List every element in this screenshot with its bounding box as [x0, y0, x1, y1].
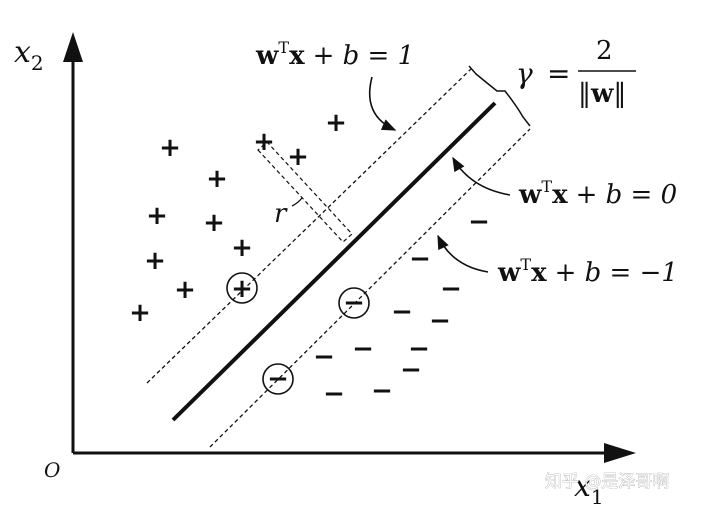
y-axis-label: x2: [14, 35, 44, 75]
negative-sample: −: [391, 297, 413, 327]
positive-sample: +: [203, 208, 225, 238]
positive-sample: +: [174, 275, 196, 305]
upper-margin-line: [146, 67, 473, 384]
gamma-numerator: 2: [596, 36, 613, 66]
hyperplane-equation: wTx+ b = 0: [518, 177, 677, 210]
support-vector-plus: +: [231, 274, 253, 304]
negative-sample: −: [313, 342, 335, 372]
upper-margin-equation: wTx+ b = 1: [255, 38, 414, 71]
positive-sample: +: [231, 233, 253, 263]
y-axis-arrow-icon: [63, 32, 83, 62]
positive-sample: +: [146, 201, 168, 231]
gamma-bracket: [468, 65, 531, 127]
lower-margin-arrow: [437, 234, 489, 273]
support-vector-minus: −: [343, 288, 365, 318]
positive-sample: +: [253, 127, 275, 157]
negative-sample: −: [409, 244, 431, 274]
negative-sample: −: [400, 355, 422, 385]
x-axis-label: x1: [574, 469, 604, 509]
positive-sample: +: [159, 133, 181, 163]
negative-sample: −: [408, 334, 430, 364]
negative-sample: −: [371, 376, 393, 406]
positive-sample: +: [206, 164, 228, 194]
positive-sample: +: [325, 108, 347, 138]
support-vector-minus: −: [267, 364, 289, 394]
positive-sample: +: [129, 298, 151, 328]
negative-sample: −: [468, 207, 490, 237]
decision-hyperplane: [171, 101, 497, 422]
negative-sample: −: [429, 306, 451, 336]
watermark: 知乎 @是泽哥啊: [545, 472, 669, 492]
gamma-denominator: ‖w‖: [578, 79, 626, 109]
lower-margin-equation: wTx+ b = −1: [497, 255, 678, 288]
x-axis-arrow-icon: [604, 443, 636, 463]
positive-sample: +: [144, 246, 166, 276]
gamma-symbol: γ: [516, 57, 533, 90]
distance-r-label: r: [274, 199, 288, 229]
negative-samples: − − − − − − − − − − −: [313, 207, 490, 409]
origin-label: O: [44, 458, 60, 482]
support-vector-circle: [338, 287, 370, 319]
negative-sample: −: [352, 334, 374, 364]
negative-support-vector: −: [262, 363, 294, 395]
negative-support-vector: −: [338, 287, 370, 319]
gamma-equals: =: [547, 57, 570, 90]
gamma-formula: γ = 2 ‖w‖: [516, 36, 636, 109]
hyperplane-arrow: [452, 156, 511, 196]
negative-sample: −: [323, 379, 345, 409]
support-vector-circle: [262, 363, 294, 395]
positive-samples: + + + + + + + + + + +: [129, 108, 347, 328]
upper-margin-arrow: [368, 76, 397, 131]
lower-margin-line: [209, 128, 531, 448]
positive-support-vector: +: [226, 272, 258, 304]
support-vector-circle: [226, 272, 258, 304]
distance-r-brace: [291, 197, 303, 207]
distance-r-box: [257, 141, 353, 243]
positive-sample: +: [287, 142, 309, 172]
negative-sample: −: [440, 274, 462, 304]
